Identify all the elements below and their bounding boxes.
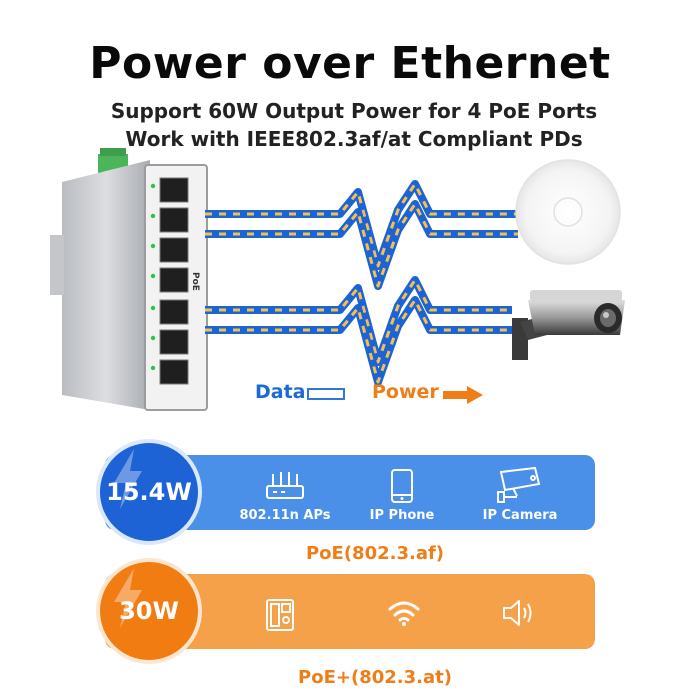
device-label: IP Camera [482, 508, 558, 523]
device-item: IP Camera [470, 466, 570, 524]
status-led [150, 213, 156, 219]
poe-af-standard: PoE(802.3.af) [305, 543, 445, 564]
ethernet-port [159, 299, 189, 325]
power-flow [205, 298, 512, 384]
device-label: IP Phone [369, 508, 435, 523]
poe-at-watt-badge: 30W [100, 562, 198, 660]
ethernet-cables [205, 180, 518, 386]
status-led [150, 183, 156, 189]
ethernet-port [159, 329, 189, 355]
legend-power-label: Power [372, 381, 439, 403]
device-label: 802.11n APs [239, 508, 331, 523]
legend-data-label: Data [255, 381, 306, 403]
device-item: 802.11ac (WiFi5)APs [362, 582, 446, 680]
ethernet-port [159, 207, 189, 233]
watt-value: 15.4W [106, 478, 192, 506]
ip-camera-icon [512, 290, 625, 360]
ethernet-port [159, 359, 189, 385]
wifi-icon [388, 601, 420, 626]
watt-value: 30W [119, 597, 179, 625]
status-led [150, 273, 156, 279]
phone-icon [391, 469, 413, 503]
status-led [150, 305, 156, 311]
status-led [150, 365, 156, 371]
legend-data-swatch [307, 388, 345, 400]
poe-at-standard: PoE+(802.3.at) [298, 667, 452, 688]
ethernet-port [159, 237, 189, 263]
ethernet-port [159, 267, 189, 293]
status-led [150, 243, 156, 249]
router-icon [266, 472, 304, 499]
ethernet-port [159, 177, 189, 203]
power-arrow-icon [443, 386, 483, 404]
switch-label: PoE [190, 272, 200, 291]
subtitle-compliance: Work with IEEE802.3af/at Compliant PDs [125, 127, 583, 151]
power-flow [205, 278, 512, 364]
device-item: Small Audio Speakers [468, 582, 568, 680]
device-label: IP Video Phone [249, 652, 311, 683]
lightning-icon [114, 568, 142, 628]
poe-af-watt-badge: 15.4W [100, 443, 198, 541]
subtitle-output-power: Support 60W Output Power for 4 PoE Ports [110, 99, 598, 123]
switch-side-panel [62, 160, 150, 410]
page-title: Power over Ethernet [89, 38, 611, 89]
video-phone-icon [266, 599, 294, 631]
access-point-icon [515, 159, 621, 265]
device-item: IP Phone [362, 468, 442, 524]
power-flow [205, 202, 518, 288]
device-item: 802.11n APs [235, 470, 335, 524]
device-label: Small Audio Speakers [474, 648, 562, 679]
camera-icon [497, 466, 541, 503]
device-label: 802.11ac (WiFi5)APs [363, 648, 445, 679]
lightning-icon [114, 449, 142, 509]
status-led [150, 335, 156, 341]
speaker-icon [503, 600, 532, 626]
device-item: IP Video Phone [240, 582, 320, 684]
poe-switch: PoE [50, 148, 208, 411]
power-flow [205, 182, 518, 268]
